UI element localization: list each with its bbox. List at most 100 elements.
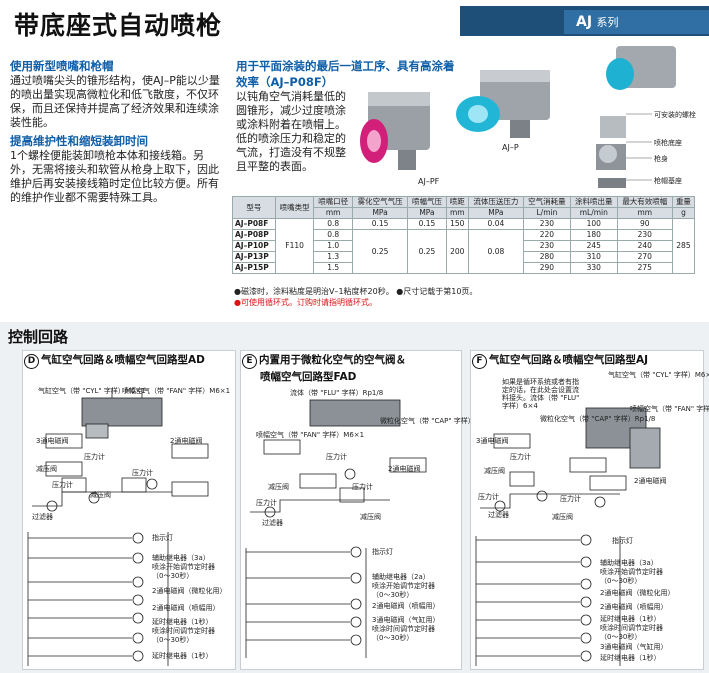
ladder-range: （0～30秒）: [372, 591, 414, 599]
spec-header-row: 型号 喷嘴类型 喷嘴口径 雾化空气气压 喷幅气压 喷距 流体压送压力 空气消耗量…: [232, 196, 696, 219]
feature-text: 1个螺栓便能装卸喷枪本体和接线箱。另外，无需将接头和软管从枪身上取下，因此维护后…: [10, 149, 219, 204]
label-valve3: 3通电磁阀: [36, 437, 69, 445]
ladder-range: （0～30秒）: [152, 636, 194, 644]
label-f-note: 如果是循环系统或者有指定的话，在此处会设置流料接头。流体（带 "FLU" 字样）…: [502, 378, 580, 410]
label-flu: 流体（带 "FLU" 字样）Rp1/8: [290, 389, 384, 397]
cell-model: AJ–P10P: [232, 240, 276, 252]
circuit-title-text: 气缸空气回路＆喷幅空气回路型AJ: [489, 354, 649, 366]
cell-paint: 100: [569, 218, 618, 230]
feature-heading: 使用新型喷嘴和枪帽: [10, 59, 114, 73]
ladder-spray-timer: 喷涂时间调节定时器: [372, 625, 435, 633]
circuit-title-text: 喷幅空气回路型FAD: [260, 371, 357, 383]
callout-base: 喷枪底座: [654, 139, 682, 147]
feature-block-2: 提高维护性和缩短装卸时间 1个螺栓便能装卸喷枪本体和接线箱。另外，无需将接头和软…: [10, 133, 222, 205]
col-bore: 喷嘴口径: [313, 196, 353, 208]
exploded-view: [596, 46, 676, 188]
ladder-timer: 喷涂开始调节定时器: [152, 563, 215, 571]
unit: L/min: [522, 207, 571, 219]
ladder-atom-valve: 2通电磁阀（微粒化用）: [600, 589, 675, 597]
label-cap-air: 微粒化空气（带 "CAP" 字样）Rp1/8: [380, 417, 496, 425]
cell-paint: 180: [569, 229, 618, 241]
unit: MPa: [467, 207, 524, 219]
ladder-relay: 辅助继电器（2a）: [372, 573, 430, 581]
label-valve2: 2通电磁阀: [170, 437, 203, 445]
circuit-letter-f: F: [472, 354, 487, 369]
label-gauge: 压力计: [132, 469, 153, 477]
product-label-aj-pf: AJ–PF: [418, 177, 440, 186]
circuit-panel-f: [470, 350, 704, 670]
product-image-exploded: [576, 40, 704, 190]
feature-block-3: 用于平面涂装的最后一道工序、具有高涂着效率（AJ–P08F） 以钝角空气消耗量低…: [236, 58, 462, 174]
cell-width: 240: [616, 240, 673, 252]
col-air: 空气消耗量: [522, 196, 571, 208]
product-image-aj-pf: [358, 86, 444, 176]
ladder-atom-valve: 2通电磁阀（微粒化用）: [152, 587, 227, 595]
col-paint: 涂料喷出量: [569, 196, 618, 208]
col-model: 型号: [232, 196, 276, 219]
feature-heading: 用于平面涂装的最后一道工序、具有高涂着效率（AJ–P08F）: [236, 59, 455, 89]
ladder-pattern-valve: 2通电磁阀（喷幅用）: [372, 602, 440, 610]
label-gauge: 压力计: [52, 481, 73, 489]
page-title: 带底座式自动喷枪: [14, 11, 223, 40]
cell-air: 290: [522, 262, 571, 274]
ladder-range: （0～30秒）: [600, 633, 642, 641]
col-weight: 重量: [671, 196, 696, 208]
ladder-range: （0～30秒）: [600, 577, 642, 585]
ladder-pattern-valve: 2通电磁阀（喷幅用）: [600, 603, 668, 611]
cell-nozzle-type: F110: [274, 218, 315, 274]
gun-illustration: [360, 92, 430, 170]
label-valve2: 2通电磁阀: [634, 477, 667, 485]
cell-atom: 0.15: [351, 218, 409, 230]
unit: MPa: [407, 207, 447, 219]
ladder-spray-timer: 喷涂时间调节定时器: [600, 624, 663, 632]
label-filter: 过滤器: [488, 511, 509, 519]
circuit-diagram-e: [245, 399, 427, 658]
unit: g: [671, 207, 696, 219]
label-cyl-air: 气缸空气（带 "CYL" 字样）M6×1: [38, 387, 146, 395]
gun-illustration: [456, 70, 550, 138]
circuit-letter-e: E: [242, 354, 257, 369]
col-atom-press: 雾化空气气压: [351, 196, 409, 208]
series-name: AJ: [576, 14, 593, 30]
cell-air: 230: [522, 218, 571, 230]
cell-width: 230: [616, 229, 673, 241]
callout-bolt: 可安装的螺栓: [654, 111, 696, 119]
table-row: AJ–P10P 1.0 230 245 240: [232, 240, 695, 252]
cell-paint: 330: [569, 262, 618, 274]
feature-text: 以钝角空气消耗量低的圆锥形，减少过度喷涂或涂料附着在喷帽上。低的喷涂压力和稳定的…: [236, 90, 346, 173]
label-reducer: 减压阀: [268, 483, 289, 491]
unit: mm: [616, 207, 673, 219]
unit: mm: [445, 207, 469, 219]
cell-bore: 0.8: [313, 229, 353, 241]
ladder-cyl-valve: 3通电磁阀（气缸用）: [372, 616, 440, 624]
series-suffix: 系列: [596, 16, 619, 29]
label-filter: 过滤器: [32, 513, 53, 521]
table-row: AJ–P08F F110 0.8 0.15 0.15 150 0.04 230 …: [232, 218, 696, 274]
circuit-diagram-d: [27, 388, 209, 666]
cell-bore: 1.3: [313, 251, 353, 263]
product-image-aj-p: [450, 64, 560, 144]
col-nozzle-type: 喷嘴类型: [274, 196, 315, 219]
label-gauge: 压力计: [510, 453, 531, 461]
cell-distance: 200: [445, 229, 469, 274]
ladder-delay: 延时继电器（1秒）: [600, 615, 661, 623]
label-valve2: 2通电磁阀: [388, 465, 421, 473]
cell-bore: 0.8: [313, 218, 353, 230]
note-2: ●可使用循环式。订购时请指明循环式。: [234, 298, 377, 307]
ladder-cyl-valve: 3通电磁阀（气缸用）: [600, 643, 668, 651]
label-cyl-air: 气缸空气（带 "CYL" 字样）M6×1: [608, 371, 709, 379]
cell-pattern: 0.25: [407, 229, 447, 274]
series-tab: AJ 系列: [564, 10, 709, 34]
unit: MPa: [351, 207, 409, 219]
cell-air: 220: [522, 229, 571, 241]
col-pattern-press: 喷幅气压: [407, 196, 447, 208]
label-gauge: 压力计: [84, 453, 105, 461]
cell-air: 230: [522, 240, 571, 252]
table-row: AJ–P15P 1.5 290 330 275: [232, 262, 695, 274]
ladder-delay: 延时继电器（1秒）: [600, 654, 661, 662]
circuit-letter-d: D: [24, 354, 39, 369]
ladder-pattern-valve: 2通电磁阀（喷幅用）: [152, 604, 220, 612]
table-notes: ●磁漆时，涂料粘度是明治V–1粘度杯20秒。 ●尺寸记载于第10页。 ●可使用循…: [234, 286, 477, 308]
